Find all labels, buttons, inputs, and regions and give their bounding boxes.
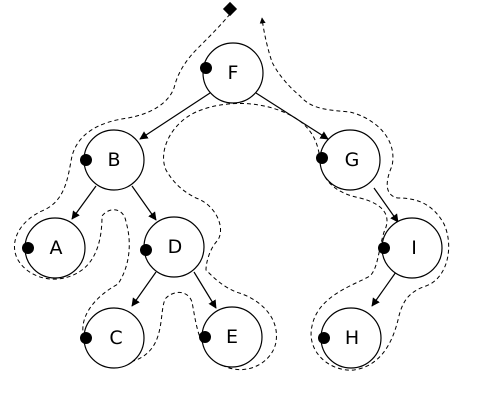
edge-b-d (131, 185, 157, 221)
node-d: D (140, 216, 205, 278)
edge-i-h (371, 271, 397, 307)
traversal-start-marker (222, 1, 238, 17)
node-e-dot (199, 331, 211, 343)
node-f-dot (200, 62, 212, 74)
edge-f-g (255, 92, 329, 140)
node-a-dot (22, 242, 34, 254)
node-e-label: E (226, 326, 238, 348)
node-h: H (318, 307, 382, 369)
traversal-outline (13, 13, 450, 371)
node-a: A (22, 217, 86, 279)
node-c: C (80, 307, 145, 369)
node-a-label: A (50, 237, 63, 259)
node-f-label: F (228, 62, 239, 84)
node-h-label: H (345, 327, 359, 349)
edge-b-a (71, 185, 97, 220)
node-d-label: D (168, 236, 183, 258)
node-g-dot (316, 152, 328, 164)
node-i-dot (378, 242, 390, 254)
node-b: B (80, 129, 145, 191)
edge-f-b (139, 92, 211, 140)
node-d-dot (140, 244, 152, 256)
node-h-dot (318, 332, 330, 344)
node-b-dot (80, 154, 92, 166)
node-c-dot (80, 332, 92, 344)
node-g: G (316, 129, 381, 191)
node-c-label: C (109, 327, 122, 349)
tree-nodes: F B G A D I C (22, 42, 443, 369)
edge-d-c (131, 271, 157, 307)
node-i: I (378, 217, 443, 279)
node-i-label: I (411, 237, 417, 259)
tree-edges (71, 92, 399, 309)
edge-g-i (373, 187, 399, 223)
node-g-label: G (345, 149, 360, 171)
node-b-label: B (107, 149, 120, 171)
node-e: E (199, 306, 263, 368)
edge-d-e (193, 271, 217, 309)
node-f: F (200, 42, 264, 104)
